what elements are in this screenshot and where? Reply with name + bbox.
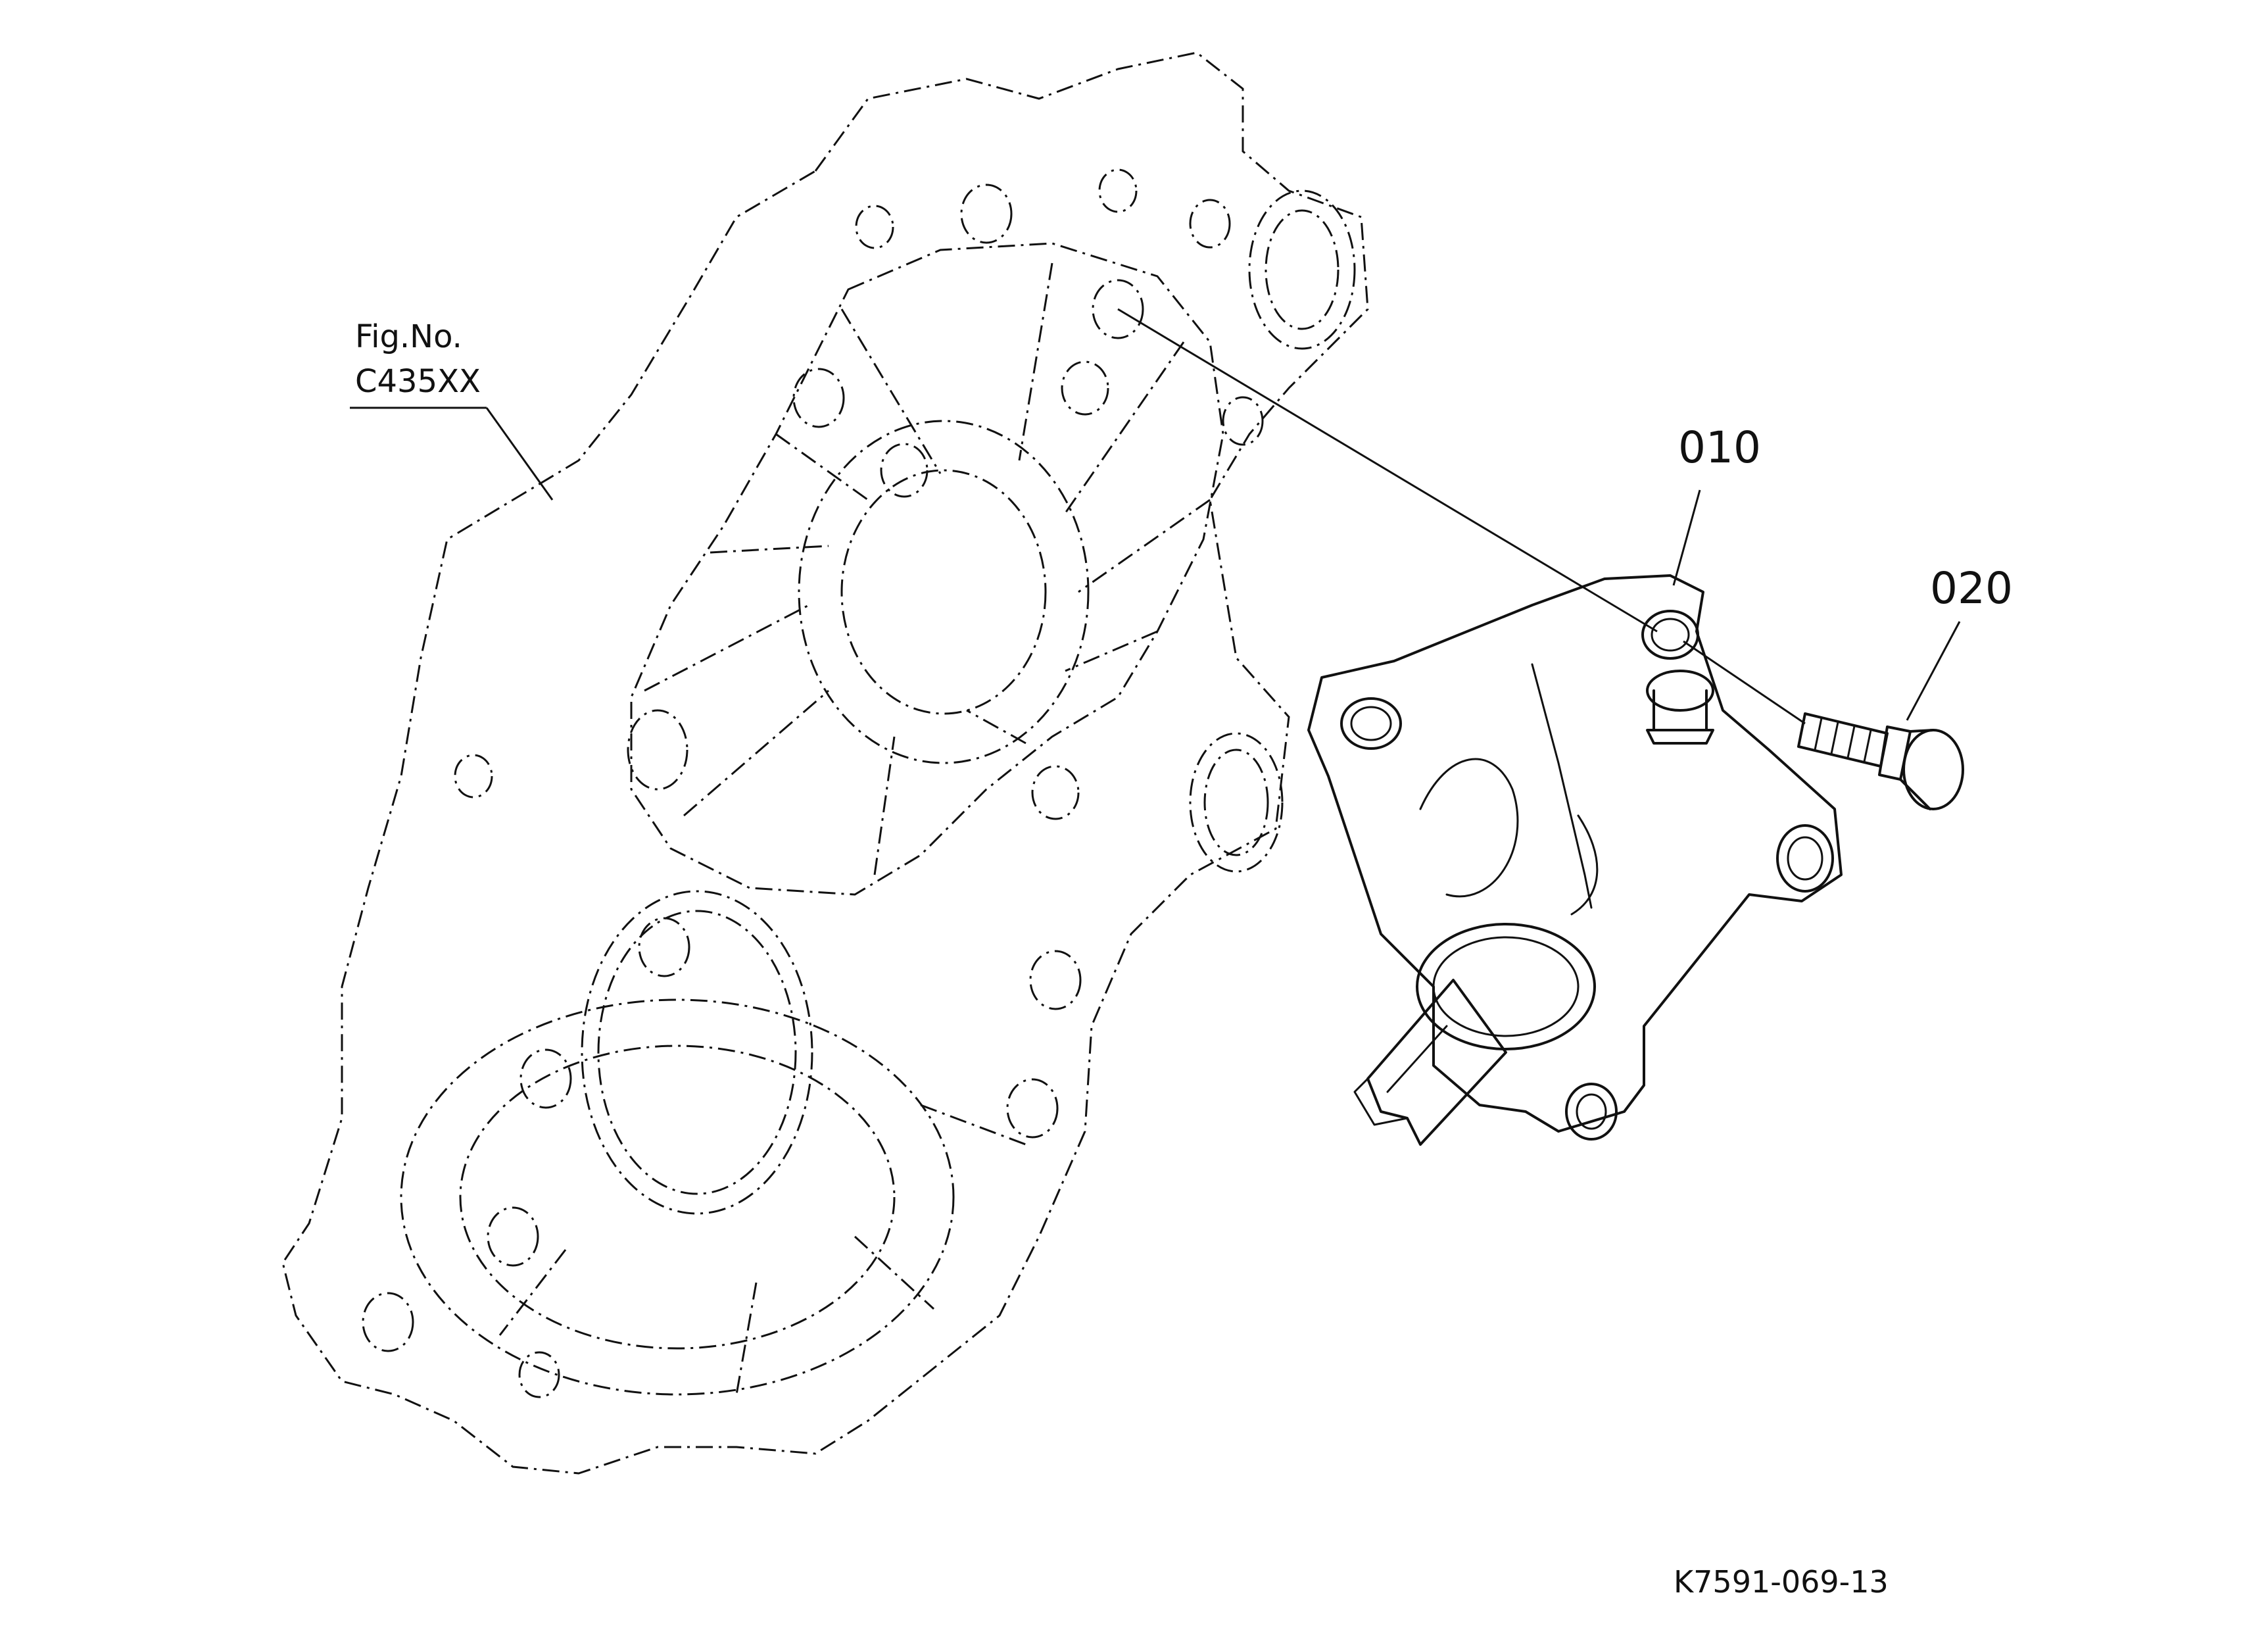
leader-020: [1906, 621, 1961, 721]
pump-ear-hole-left: [1340, 697, 1402, 750]
alignment-line-housing-to-pump: [1117, 308, 1658, 633]
housing-ribs: [498, 262, 1211, 1395]
figure-ref-code: C435XX: [355, 363, 481, 400]
callout-010: 010: [1678, 422, 1761, 473]
plug-thread: [1797, 712, 1889, 768]
leader-fig-ref: [485, 407, 554, 501]
pump-drive-shaft: [1366, 979, 1507, 1146]
part-020-plug: [1797, 712, 1964, 810]
pump-shaft-bore: [1416, 923, 1596, 1050]
plug-head: [1902, 729, 1964, 810]
leader-010: [1672, 489, 1701, 586]
housing-lower-bore: [581, 890, 813, 1215]
housing-bolt-holes: [362, 168, 1264, 1398]
housing-phantom-part: [281, 51, 1369, 1475]
housing-outline: [281, 51, 1369, 1475]
part-010-pump-body: [1307, 574, 1843, 1146]
pump-body-outline: [1307, 574, 1843, 1133]
housing-upper-right-boss: [1248, 189, 1356, 350]
pump-ear-hole-top: [1641, 610, 1699, 660]
pump-ear-hole-right: [1776, 824, 1834, 893]
drawing-id: K7591-069-13: [1674, 1564, 1889, 1600]
housing-center-bore: [840, 469, 1047, 715]
pump-ear-hole-bottom: [1565, 1083, 1618, 1141]
alignment-line-pump-to-plug: [1683, 640, 1806, 725]
housing-flange: [630, 242, 1224, 896]
figure-ref-label: Fig.No.: [355, 318, 462, 355]
leader-lines: [350, 308, 1961, 725]
pump-relief-boss: [1646, 670, 1714, 712]
housing-mid-right-boss: [1189, 732, 1284, 873]
callout-020: 020: [1930, 563, 2013, 614]
